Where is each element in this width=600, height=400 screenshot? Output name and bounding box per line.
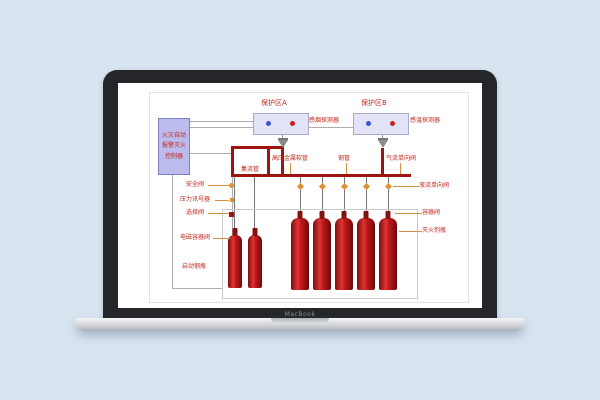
selector-valve-label: 选择阀 (186, 209, 205, 216)
agent-cylinder (357, 218, 375, 290)
pipe-riser-zone-a (281, 148, 284, 176)
leader-container-valve (395, 213, 422, 214)
controller-text-line2: 报警灭火 (161, 142, 186, 150)
diagram-frame (149, 92, 469, 303)
leader-agent-cylinder (399, 231, 422, 232)
laptop-screen: 火灾自动 报警灭火 控制器 保护区A 保护区B 感烟探测器 感温探测器 (118, 83, 482, 308)
pipe-left-vertical (231, 146, 234, 176)
pipe-mid-vertical (267, 146, 270, 176)
nozzle-a-icon (278, 140, 288, 148)
agent-cylinder (335, 218, 353, 290)
riser-start-cylinder-1 (234, 177, 235, 235)
safety-valve-label: 安全阀 (186, 181, 205, 188)
agent-cylinder (313, 218, 331, 290)
container-valve-icon (298, 211, 302, 216)
brand-label: MacBook (284, 311, 316, 318)
container-valve-icon (342, 211, 346, 216)
pipe-manifold (231, 174, 411, 177)
leader-liquid-check (393, 186, 419, 187)
leader-hp-hose (290, 163, 291, 174)
wire-controller-equipment (172, 288, 222, 289)
riser-cylinder-1 (300, 177, 301, 218)
leader-gas-check (400, 163, 401, 174)
zone-a-box (253, 113, 309, 135)
laptop-screen-bezel: 火灾自动 报警灭火 控制器 保护区A 保护区B 感烟探测器 感温探测器 (103, 70, 497, 320)
container-valve-icon (364, 211, 368, 216)
temp-detector-label: 感温探测器 (410, 117, 441, 124)
controller-text-line1: 火灾自动 (161, 132, 186, 140)
leader-steel-pipe (346, 163, 347, 174)
pipe-upper-horizontal (232, 146, 284, 149)
zone-b-box (353, 113, 409, 135)
manifold-label: 集流管 (241, 166, 260, 173)
laptop-base-notch (271, 318, 329, 323)
riser-start-cylinder-2 (254, 177, 255, 235)
safety-valve-icon (229, 183, 234, 188)
container-valve-label: 容器阀 (422, 209, 441, 216)
nozzle-cap-b (378, 138, 388, 140)
nozzle-b-icon (378, 140, 388, 148)
wire-controller-valves (188, 153, 232, 154)
nozzle-stem-b (382, 133, 383, 139)
nozzle-cap-a (278, 138, 288, 140)
start-cylinder (248, 235, 262, 288)
temp-detector-dot (290, 121, 295, 126)
liquid-check-valve-label: 液流单向阀 (419, 182, 450, 189)
container-valve-icon (386, 211, 390, 216)
start-cylinder-label: 启动钢瓶 (182, 263, 207, 270)
zone-a-title: 保护区A (261, 99, 287, 107)
wire-pilot-line (232, 177, 233, 235)
leader-pressure-signal (215, 200, 229, 201)
smoke-detector-dot (366, 121, 371, 126)
controller-text-line3: 控制器 (164, 152, 183, 160)
agent-cylinder (291, 218, 309, 290)
smoke-detector-dot (266, 121, 271, 126)
pressure-signal-label: 压力讯号器 (180, 196, 211, 203)
laptop-base (75, 318, 525, 331)
agent-cylinder-label: 灭火剂瓶 (422, 227, 447, 234)
equipment-enclosure (222, 209, 418, 299)
smoke-detector-label: 感烟探测器 (309, 117, 340, 124)
solenoid-container-valve-label: 电磁容器阀 (180, 234, 211, 241)
nozzle-stem-a (282, 133, 283, 139)
agent-cylinder (379, 218, 397, 290)
leader-solenoid-valve (213, 238, 231, 239)
steel-pipe-label: 钢管 (338, 155, 351, 162)
start-cylinder (228, 235, 242, 288)
pressure-signal-icon (230, 198, 234, 202)
selector-valve-icon (229, 212, 234, 217)
leader-selector-valve (208, 213, 229, 214)
pipe-riser-zone-b (381, 148, 384, 176)
riser-cylinder-4 (366, 177, 367, 218)
riser-cylinder-3 (344, 177, 345, 218)
wire-controller-down (172, 173, 173, 289)
gas-check-valve-label: 气流单向阀 (386, 155, 417, 162)
leader-safety-valve (208, 185, 229, 186)
container-valve-icon (320, 211, 324, 216)
zone-b-title: 保护区B (361, 99, 387, 107)
temp-detector-dot (390, 121, 395, 126)
wire-controller-zone-a (188, 121, 253, 122)
riser-cylinder-2 (322, 177, 323, 218)
fire-alarm-controller-box: 火灾自动 报警灭火 控制器 (158, 118, 190, 175)
riser-cylinder-5 (388, 177, 389, 218)
hp-metal-hose-label: 高压金属软管 (272, 155, 309, 162)
